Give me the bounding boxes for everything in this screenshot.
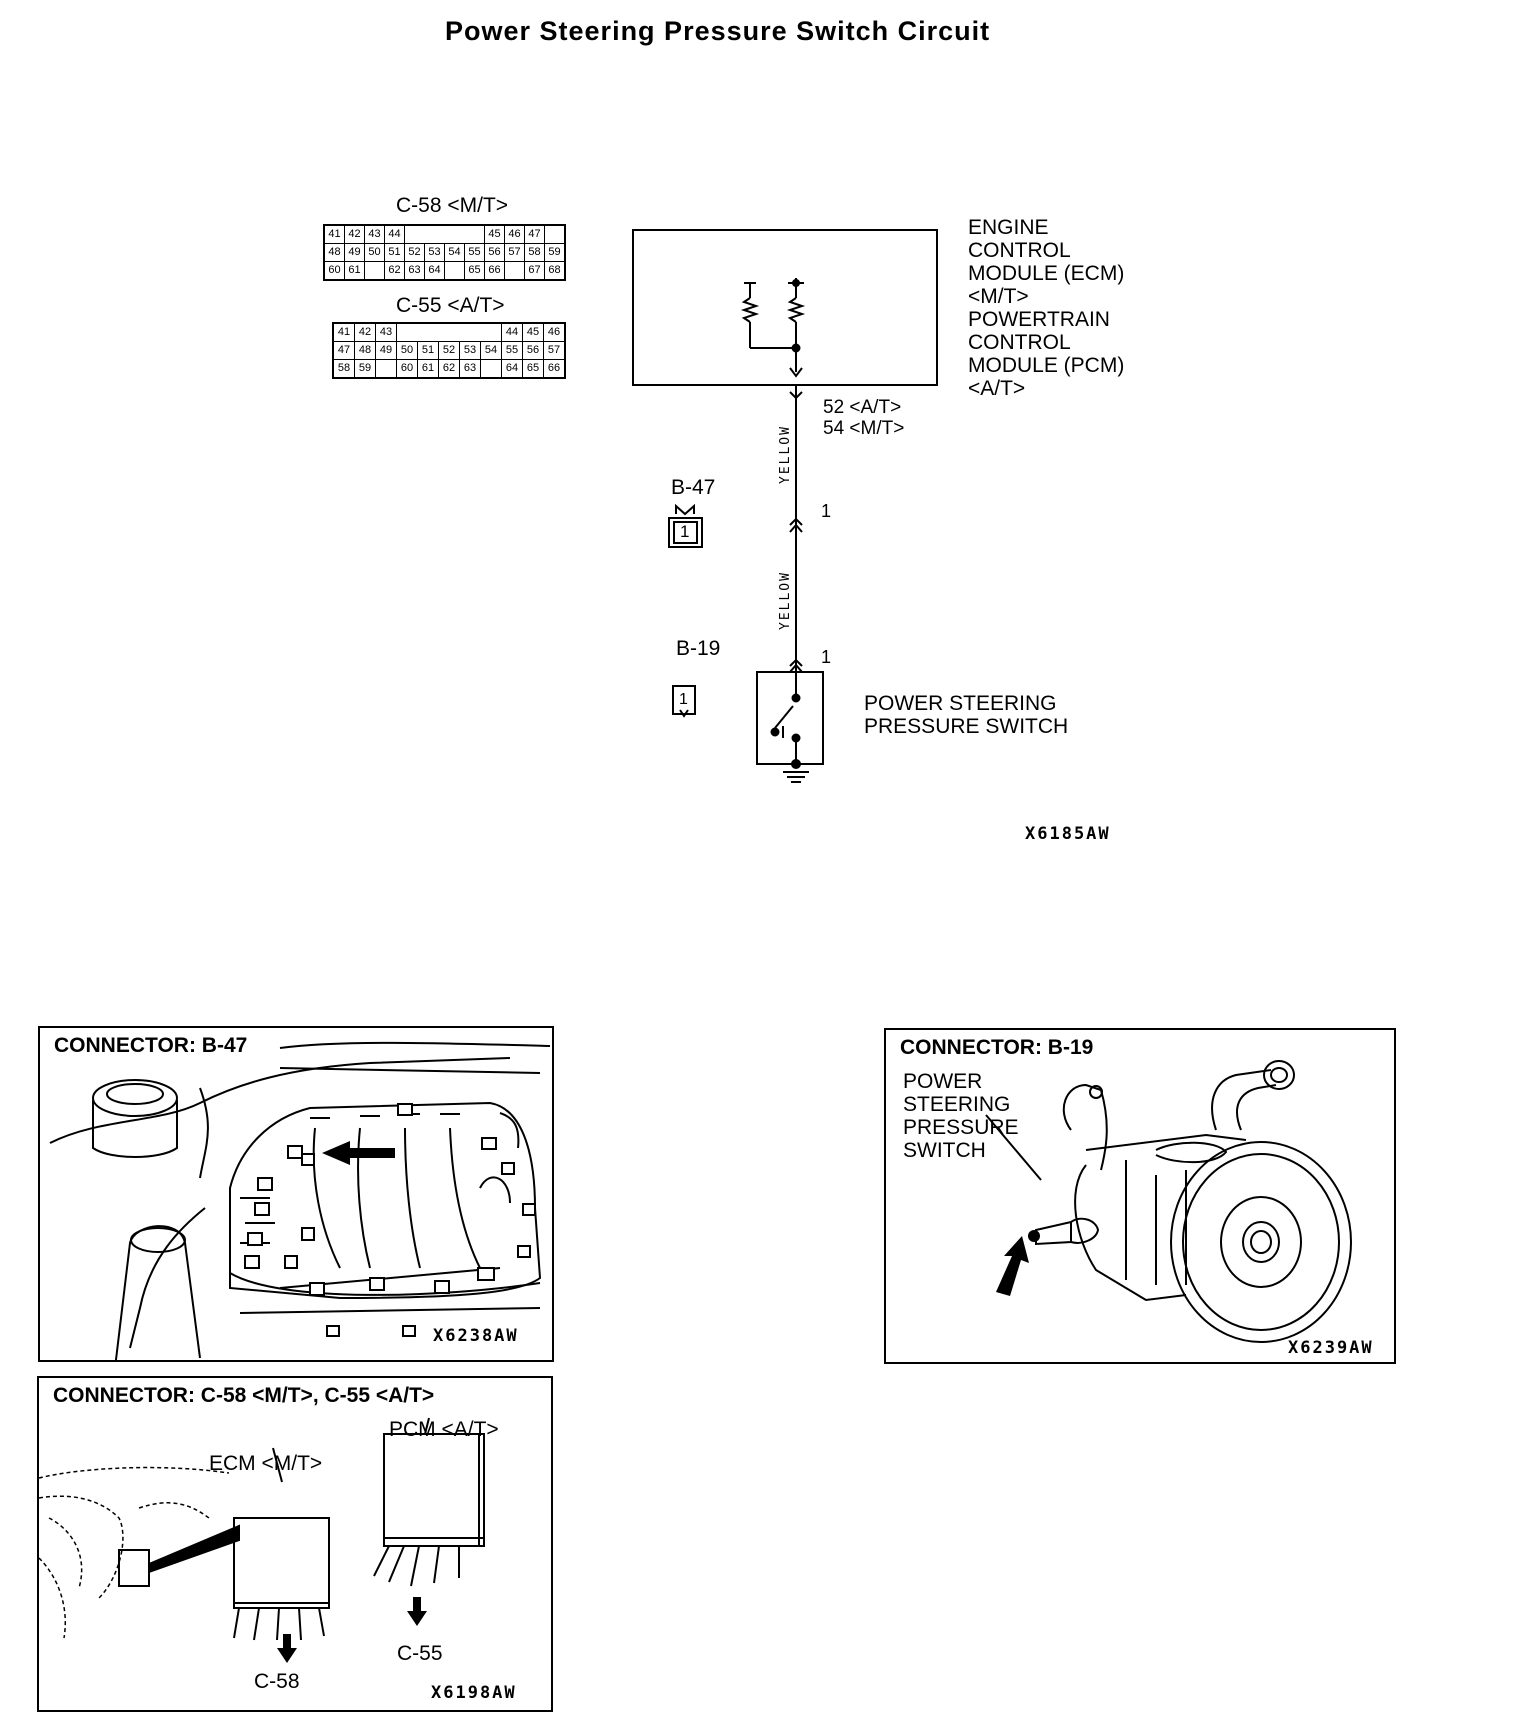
c58-location-label: C-58: [254, 1670, 300, 1693]
pin-cell: 63: [404, 261, 425, 281]
panel-b47-code: X6238AW: [433, 1326, 519, 1346]
yellow-wire: [789, 385, 803, 673]
pin-cell: 64: [424, 261, 445, 281]
panel-connector-b19: CONNECTOR: B-19 POWER STEERING PRESSURE …: [884, 1028, 1396, 1364]
b19-pin: 1: [679, 691, 688, 708]
pin-cell: 58: [524, 243, 545, 262]
c55-connector-label: C-55 <A/T>: [396, 294, 505, 317]
pin-cell: 54: [444, 243, 465, 262]
ecm-label: ENGINE CONTROL MODULE (ECM) <M/T> POWERT…: [968, 216, 1125, 400]
pin-cell: 43: [375, 322, 397, 342]
panel-c58-code: X6198AW: [431, 1683, 517, 1703]
ecm-box: [632, 229, 938, 386]
b47-label: B-47: [671, 476, 716, 499]
c55-location-label: C-55: [397, 1642, 443, 1665]
c58-connector-label: C-58 <M/T>: [396, 194, 509, 217]
pin-cell: 57: [504, 243, 525, 262]
panel-b19-title: CONNECTOR: B-19: [900, 1036, 1094, 1059]
b47-pin-number: 1: [821, 501, 832, 521]
pin-cell: 41: [323, 224, 345, 244]
pin-cell: 51: [417, 341, 439, 360]
ecm-mt-label: ECM <M/T>: [209, 1452, 323, 1475]
pin-cell: 66: [543, 359, 566, 379]
b19-label: B-19: [676, 637, 721, 660]
pin-cell: 44: [384, 224, 405, 244]
pin-cell: 58: [332, 359, 355, 379]
pressure-switch-symbol: [756, 671, 824, 783]
pin-cell: 61: [344, 261, 365, 281]
ecm-internal-resistors: [740, 278, 806, 378]
pin-cell: 67: [524, 261, 545, 281]
pin-cell: 66: [484, 261, 505, 281]
pin-cell: 63: [459, 359, 481, 379]
panel-b19-code: X6239AW: [1288, 1338, 1374, 1358]
pin-cell: 65: [522, 359, 544, 379]
pin-cell: 53: [459, 341, 481, 360]
pin-cell: 49: [344, 243, 365, 262]
page-title: Power Steering Pressure Switch Circuit: [445, 16, 991, 46]
panel-connector-c58-c55: CONNECTOR: C-58 <M/T>, C-55 <A/T> ECM <M…: [37, 1376, 553, 1712]
pin-cell: 62: [438, 359, 460, 379]
module-location-illustration: [39, 1417, 485, 1663]
pin-cell: 60: [396, 359, 418, 379]
power-steering-pump-illustration: [985, 1060, 1352, 1343]
pin-cell: 45: [522, 322, 544, 342]
pin-cell: 64: [501, 359, 523, 379]
pressure-switch-callout: POWER STEERING PRESSURE SWITCH: [903, 1070, 1019, 1162]
figure-code-main: X6185AW: [1025, 824, 1111, 844]
pin-cell: 56: [484, 243, 505, 262]
ecm-pin-mt: 54 <M/T>: [823, 418, 905, 439]
pin-cell: 61: [417, 359, 439, 379]
panel-b47-title: CONNECTOR: B-47: [54, 1034, 248, 1057]
pin-cell: 52: [404, 243, 425, 262]
pin-cell: 57: [543, 341, 566, 360]
pin-cell: 68: [544, 261, 566, 281]
pin-cell: 60: [323, 261, 345, 281]
pin-cell: 54: [480, 341, 502, 360]
b19-connector-symbol: [672, 685, 696, 718]
pin-cell: 55: [464, 243, 485, 262]
b47-connector-symbol: [668, 503, 703, 548]
pcm-at-label: PCM <A/T>: [389, 1418, 499, 1441]
pin-cell: 56: [522, 341, 544, 360]
pin-cell: 53: [424, 243, 445, 262]
b47-pin: 1: [680, 522, 690, 541]
switch-label: POWER STEERING PRESSURE SWITCH: [864, 692, 1069, 738]
pin-cell: 51: [384, 243, 405, 262]
panel-connector-b47: CONNECTOR: B-47 X6238AW: [38, 1026, 554, 1362]
b19-pin-number: 1: [821, 647, 832, 667]
ecm-pin-at: 52 <A/T>: [823, 397, 902, 418]
pin-cell: 59: [544, 243, 566, 262]
engine-bay-illustration: [49, 1041, 551, 1360]
pin-cell: 45: [484, 224, 505, 244]
pin-cell: 59: [354, 359, 376, 379]
pin-cell: 50: [364, 243, 385, 262]
panel-c58-title: CONNECTOR: C-58 <M/T>, C-55 <A/T>: [53, 1384, 435, 1407]
